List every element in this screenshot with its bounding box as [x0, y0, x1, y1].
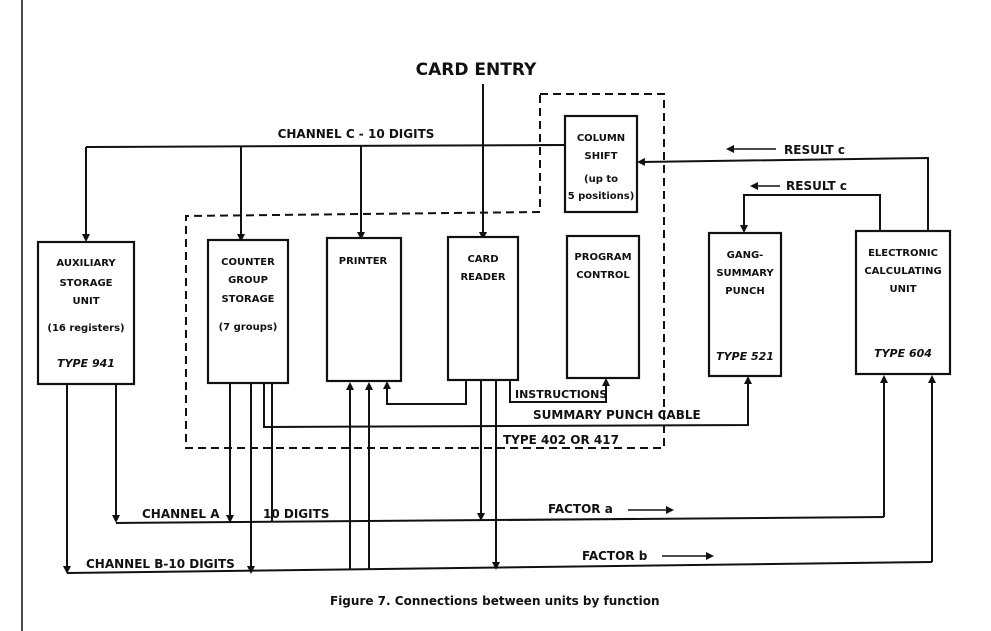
summary-punch-cable-label: SUMMARY PUNCH CABLE [533, 408, 701, 422]
printer-unit [325, 236, 403, 383]
gang-punch-text: GANG- SUMMARY PUNCH TYPE 521 [716, 250, 774, 363]
printer-text: PRINTER [339, 256, 388, 267]
svg-text:(up to: (up to [584, 174, 618, 185]
instructions-line [509, 378, 610, 403]
svg-text:PUNCH: PUNCH [725, 286, 765, 297]
svg-text:SHIFT: SHIFT [585, 151, 618, 162]
svg-text:CARD: CARD [467, 254, 498, 265]
svg-text:TYPE 941: TYPE 941 [57, 357, 115, 370]
electronic-calculating-unit [854, 229, 952, 376]
instructions-label: INSTRUCTIONS [515, 388, 607, 401]
result-c-to-gang-punch [740, 194, 881, 233]
card-entry-title: CARD ENTRY [416, 60, 537, 80]
reader-to-printer [383, 380, 467, 405]
auxiliary-storage-unit [36, 240, 136, 386]
svg-text:(16 registers): (16 registers) [47, 323, 124, 334]
svg-text:PRINTER: PRINTER [339, 256, 388, 267]
svg-text:TYPE 521: TYPE 521 [716, 350, 774, 363]
channel-a-bus [115, 516, 885, 524]
channel-b-label: CHANNEL B-10 DIGITS [86, 557, 235, 571]
svg-text:STORAGE: STORAGE [59, 278, 112, 289]
svg-text:SUMMARY: SUMMARY [716, 268, 774, 279]
svg-text:CALCULATING: CALCULATING [864, 266, 941, 277]
svg-text:COLUMN: COLUMN [577, 133, 625, 144]
column-shift-unit [563, 114, 639, 214]
svg-text:(7 groups): (7 groups) [219, 322, 278, 333]
svg-text:GROUP: GROUP [228, 275, 268, 286]
svg-text:READER: READER [460, 272, 505, 283]
svg-text:PROGRAM: PROGRAM [574, 252, 631, 263]
result-c-label-1: RESULT c [784, 143, 845, 157]
svg-text:GANG-: GANG- [727, 250, 764, 261]
type-402-label: TYPE 402 OR 417 [503, 433, 619, 447]
ten-digits-label: 10 DIGITS [263, 507, 329, 521]
svg-text:5 positions): 5 positions) [568, 191, 635, 202]
counter-text: COUNTER GROUP STORAGE (7 groups) [219, 257, 278, 333]
figure-caption: Figure 7. Connections between units by f… [330, 594, 660, 608]
counter-group-storage [206, 238, 290, 385]
svg-text:TYPE 604: TYPE 604 [874, 347, 932, 360]
result-c-label-2: RESULT c [786, 179, 847, 193]
type-402-enclosure [185, 93, 665, 449]
program-control-unit [565, 234, 641, 380]
channel-c-label: CHANNEL C - 10 DIGITS [278, 127, 435, 141]
program-control-text: PROGRAM CONTROL [574, 252, 631, 281]
svg-text:CONTROL: CONTROL [576, 270, 630, 281]
column-shift-text: COLUMN SHIFT (up to 5 positions) [568, 133, 635, 202]
factor-a-label: FACTOR a [548, 502, 613, 516]
result-c-to-column-shift [637, 156, 929, 231]
channel-c-bus [85, 144, 567, 148]
electronic-text: ELECTRONIC CALCULATING UNIT TYPE 604 [864, 248, 941, 360]
svg-text:STORAGE: STORAGE [221, 294, 274, 305]
svg-text:AUXILIARY: AUXILIARY [56, 258, 116, 269]
card-reader-text: CARD READER [460, 254, 505, 283]
auxiliary-text: AUXILIARY STORAGE UNIT (16 registers) TY… [47, 258, 124, 370]
svg-text:UNIT: UNIT [72, 296, 99, 307]
summary-punch-cable [263, 376, 752, 429]
gang-summary-punch [707, 231, 783, 378]
svg-text:ELECTRONIC: ELECTRONIC [868, 248, 938, 259]
svg-text:UNIT: UNIT [889, 284, 916, 295]
channel-a-label: CHANNEL A [142, 507, 220, 521]
svg-text:COUNTER: COUNTER [221, 257, 275, 268]
factor-b-label: FACTOR b [582, 549, 648, 563]
card-reader-unit [446, 235, 520, 382]
